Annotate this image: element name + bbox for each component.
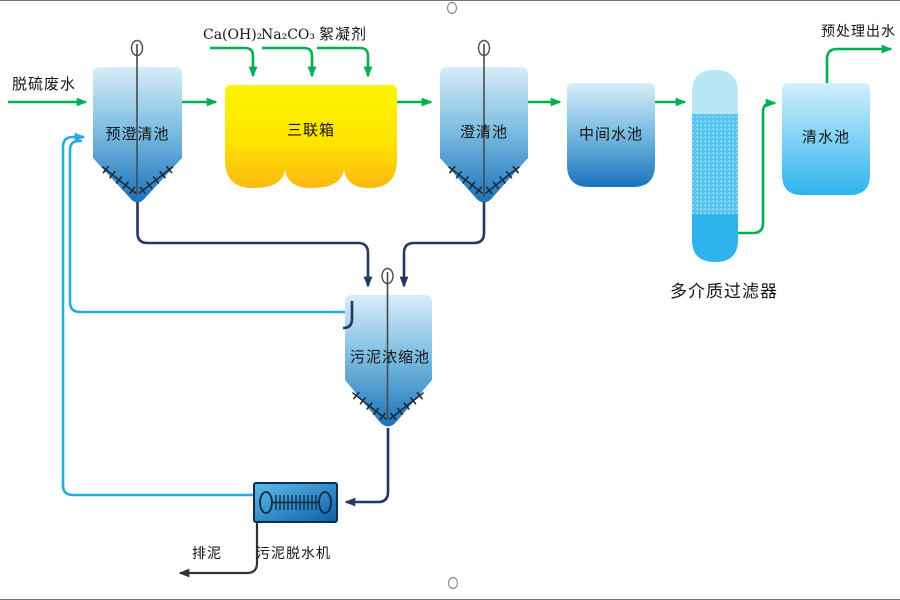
effluent-line xyxy=(825,44,893,83)
filtrate-return-line xyxy=(61,132,254,497)
sludge-line-thickener-to-dewatering xyxy=(344,428,390,507)
feed-line-na2co3 xyxy=(262,46,317,78)
filter-media-bed xyxy=(692,114,738,214)
multimedia-filter-label: 多介质过滤器 xyxy=(670,282,778,302)
intermediate-tank xyxy=(567,83,655,187)
feed-line-caoh2 xyxy=(210,46,258,78)
triple-box-label: 三联箱 xyxy=(286,121,335,139)
top-border-line xyxy=(0,0,900,1)
connector-dot xyxy=(447,576,459,590)
sludge-discharge-label: 排泥 xyxy=(192,546,222,562)
intermediate-tank-label: 中间水池 xyxy=(578,125,643,143)
chemical-label-caoh2: Ca(OH)₂ xyxy=(203,27,263,43)
chemical-label-na2co3: Na₂CO₃ xyxy=(261,27,316,43)
sludge-discharge-line xyxy=(178,522,259,578)
triple-box-vessel xyxy=(225,85,397,188)
clean-water-tank xyxy=(782,83,870,195)
belt-ticks xyxy=(275,495,317,510)
effluent-label: 预处理出水 xyxy=(821,24,896,40)
line-filter-to-cleanwater xyxy=(738,98,777,235)
sludge-dewatering-machine xyxy=(253,482,338,523)
clarifier-label: 澄清池 xyxy=(459,123,508,141)
clean-water-tank-label: 清水池 xyxy=(801,128,850,146)
sludge-line-preclarifier-to-thickener xyxy=(136,202,373,288)
thickener-inlet-pipe xyxy=(342,301,354,330)
pre-clarifier-label: 预澄清池 xyxy=(105,125,170,143)
chemical-label-flocculant: 絮凝剂 xyxy=(319,25,368,43)
sludge-thickener-label: 污泥浓缩池 xyxy=(349,348,430,366)
sludge-line-clarifier-to-thickener xyxy=(399,202,486,288)
influent-label: 脱硫废水 xyxy=(12,75,77,93)
supernatant-return-line xyxy=(68,139,345,314)
filter-bottom-section xyxy=(692,214,738,262)
connector-dot xyxy=(446,1,458,15)
sludge-thickener-tank xyxy=(345,295,432,427)
feed-line-flocculant xyxy=(317,46,373,78)
sludge-dewatering-label: 污泥脱水机 xyxy=(256,546,331,562)
